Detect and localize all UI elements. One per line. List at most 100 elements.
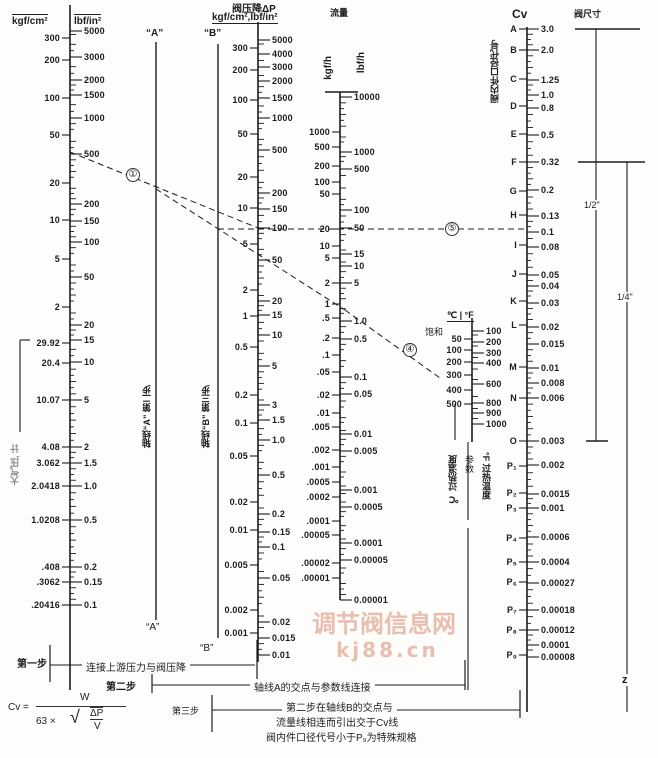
p1-right-tick-label: 0.1 (84, 600, 98, 610)
temp-f-label: °F 过热温度 (481, 452, 491, 500)
p1-right-tick-label: 2000 (84, 75, 105, 85)
p1-left-tick-label: 1.0208 (31, 515, 60, 525)
flow-title: 流量 (330, 8, 349, 18)
dp-right-tick-label: 2000 (272, 76, 293, 86)
fl-right-tick-label: 0.1 (354, 372, 368, 382)
cv-right-tick-label: 0.0001 (541, 640, 570, 650)
solution-line-1 (69, 151, 259, 229)
p1-right-tick-label: 500 (84, 149, 100, 159)
solution-line-2 (155, 188, 346, 311)
cv-right-tick-label: 0.008 (541, 378, 565, 388)
cv-right-tick-label: 0.0004 (541, 557, 570, 567)
upstream-units-left: kgf/cm² (12, 14, 48, 27)
tp-right-tick-label: 100 (486, 326, 502, 336)
cv-left-tick-label: P₉ (506, 650, 517, 660)
temp-c-label: ℃ 过热温度 (448, 455, 458, 504)
cv-right-tick-label: 0.003 (541, 436, 565, 446)
dp-left-tick-label: 2 (242, 285, 248, 295)
p1-right-tick-label: 0.5 (84, 515, 98, 525)
axis-b-bottom-label: “B” (200, 643, 214, 654)
trim-code-label: 阀内件口径代号 (490, 40, 500, 103)
cv-left-tick-label: J (511, 269, 517, 279)
dp-right-tick-label: 50 (272, 255, 283, 265)
temp-param-label: 参数 (464, 455, 474, 473)
step3-text-1: 第二步在轴线B的交点与 (282, 699, 397, 714)
step3-text-3: 阀内件口径代号小于P₉为特殊规格 (266, 733, 417, 744)
formula-sqrt-num: ΔP (90, 707, 104, 720)
fl-left-tick-label: .00005 (301, 530, 330, 540)
p1-left-tick-label: 20.4 (41, 358, 60, 368)
axis-a-top-label: “A” (146, 28, 164, 39)
p1-left-tick-label: 4.08 (41, 442, 60, 452)
p1-right-tick-label: 1000 (84, 113, 105, 123)
dp-left-tick-label: 10 (237, 203, 248, 213)
fl-left-tick-label: .0001 (306, 516, 330, 526)
fl-left-tick-label: 5 (324, 253, 330, 263)
tp-left-tick-label: 200 (446, 357, 462, 367)
fl-right-tick-label: 100 (354, 205, 370, 215)
step-marker-4: ④ (403, 343, 417, 357)
cv-right-tick-label: 1.0 (541, 90, 555, 100)
fl-left-tick-label: .2 (322, 333, 330, 343)
fl-left-tick-label: .02 (316, 390, 330, 400)
cv-left-tick-label: P₂ (506, 488, 517, 498)
dp-right-tick-label: 20 (272, 296, 283, 306)
cv-left-tick-label: I (514, 240, 517, 250)
cv-title: Cv (512, 7, 528, 21)
tp-right-tick-label: 800 (486, 398, 502, 408)
dp-right-tick-label: 5 (272, 361, 278, 371)
cv-left-tick-label: P₅ (506, 557, 517, 567)
cv-right-tick-label: 0.02 (541, 322, 560, 332)
cv-right-tick-label: 3.0 (541, 24, 555, 34)
dp-right-tick-label: 0.1 (272, 542, 286, 552)
dp-right-tick-label: 0.05 (272, 573, 291, 583)
p1-left-tick-label: 100 (44, 93, 60, 103)
cv-left-tick-label: M (509, 362, 517, 372)
cv-left-tick-label: D (510, 101, 517, 111)
p1-right-tick-label: 5 (84, 395, 90, 405)
dp-left-tick-label: 0.05 (229, 451, 248, 461)
p1-left-tick-label: 3.062 (36, 458, 60, 468)
cv-left-tick-label: N (510, 393, 517, 403)
dp-right-tick-label: 0.01 (272, 650, 291, 660)
tp-right-tick-label: 600 (486, 379, 502, 389)
size-z-label: z (622, 674, 628, 686)
fl-left-tick-label: 100 (314, 177, 330, 187)
cv-left-tick-label: P₃ (506, 503, 517, 513)
p1-left-tick-label: 200 (44, 55, 60, 65)
dp-right-tick-label: 0.15 (272, 527, 291, 537)
step3-text-2: 流量线相连而引出交于Cv线 (276, 718, 399, 729)
axis-a-label: 轴线“A” 第二步 (142, 385, 152, 448)
cv-right-tick-label: 0.5 (541, 130, 555, 140)
dp-left-tick-label: 0.001 (224, 628, 248, 638)
p1-right-tick-label: 2 (84, 442, 90, 452)
fl-right-tick-label: 500 (354, 164, 370, 174)
p1-left-tick-label: 29.92 (36, 338, 60, 348)
p1-left-tick-label: 10 (49, 215, 60, 225)
p1-left-tick-label: 10.07 (36, 395, 60, 405)
tp-right-tick-label: 300 (486, 348, 502, 358)
cv-left-tick-label: C (510, 74, 517, 84)
atm-label: 大气压, 计 (10, 444, 20, 486)
cv-right-tick-label: 0.04 (541, 281, 560, 291)
tp-right-tick-label: 1000 (486, 419, 507, 429)
tp-left-tick-label: 400 (446, 385, 462, 395)
cv-left-tick-label: G (509, 186, 517, 196)
cv-right-tick-label: 0.32 (541, 157, 560, 167)
watermark-text: 调节阀信息网 (312, 610, 456, 638)
fl-right-tick-label: 0.01 (354, 429, 373, 439)
size-quarter-label: 1/4" (617, 292, 633, 302)
fl-left-tick-label: 200 (314, 161, 330, 171)
saturated-label: 饱和 (425, 327, 444, 337)
cv-left-tick-label: E (510, 129, 517, 139)
fl-left-tick-label: .00001 (301, 573, 330, 583)
cv-left-tick-label: F (511, 157, 517, 167)
p1-right-tick-label: 1.5 (84, 458, 98, 468)
dp-right-tick-label: 5000 (272, 35, 293, 45)
fl-right-tick-label: 1000 (354, 147, 375, 157)
dp-left-tick-label: 0.02 (229, 497, 248, 507)
valve-size-title: 阀尺寸 (574, 9, 602, 19)
dp-right-tick-label: 500 (272, 145, 288, 155)
dp-right-tick-label: 0.5 (272, 470, 286, 480)
step3-label: 第三步 (172, 706, 200, 716)
